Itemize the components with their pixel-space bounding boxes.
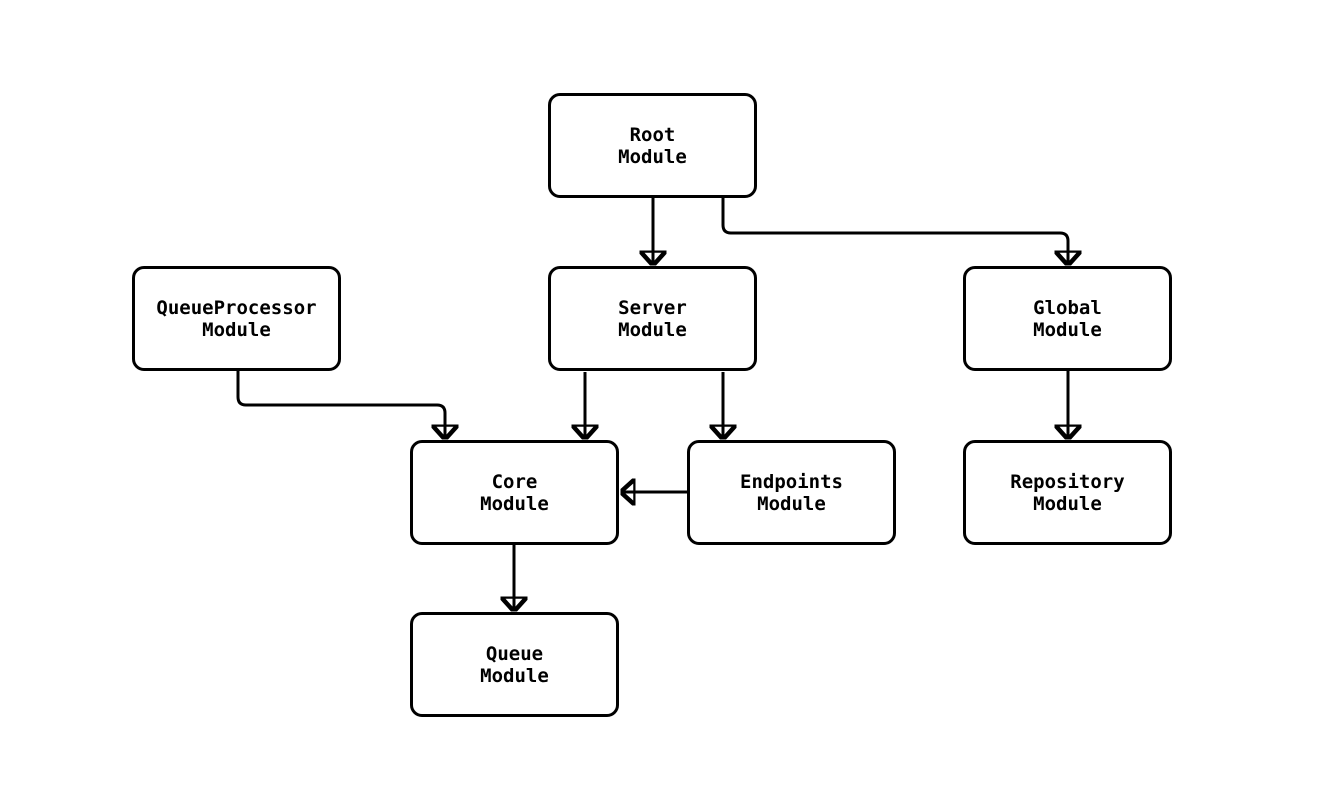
edge-queueprocessor-to-core-arrow [236,371,445,438]
node-global-module: Global Module [963,266,1172,371]
node-global-module-label: Global Module [1033,296,1102,341]
node-endpoints-module: Endpoints Module [687,440,896,545]
node-queue-module-label: Queue Module [480,642,549,687]
node-queueprocessor-module: QueueProcessor Module [132,266,341,371]
node-repository-module-label: Repository Module [1010,470,1125,515]
node-server-module: Server Module [548,266,757,371]
node-endpoints-module-label: Endpoints Module [740,470,843,515]
edge-root-to-global-arrow [721,198,1068,264]
node-root-module: Root Module [548,93,757,198]
node-core-module: Core Module [410,440,619,545]
node-queueprocessor-module-label: QueueProcessor Module [156,296,317,341]
node-server-module-label: Server Module [618,296,687,341]
node-repository-module: Repository Module [963,440,1172,545]
node-root-module-label: Root Module [618,123,687,168]
node-queue-module: Queue Module [410,612,619,717]
node-core-module-label: Core Module [480,470,549,515]
